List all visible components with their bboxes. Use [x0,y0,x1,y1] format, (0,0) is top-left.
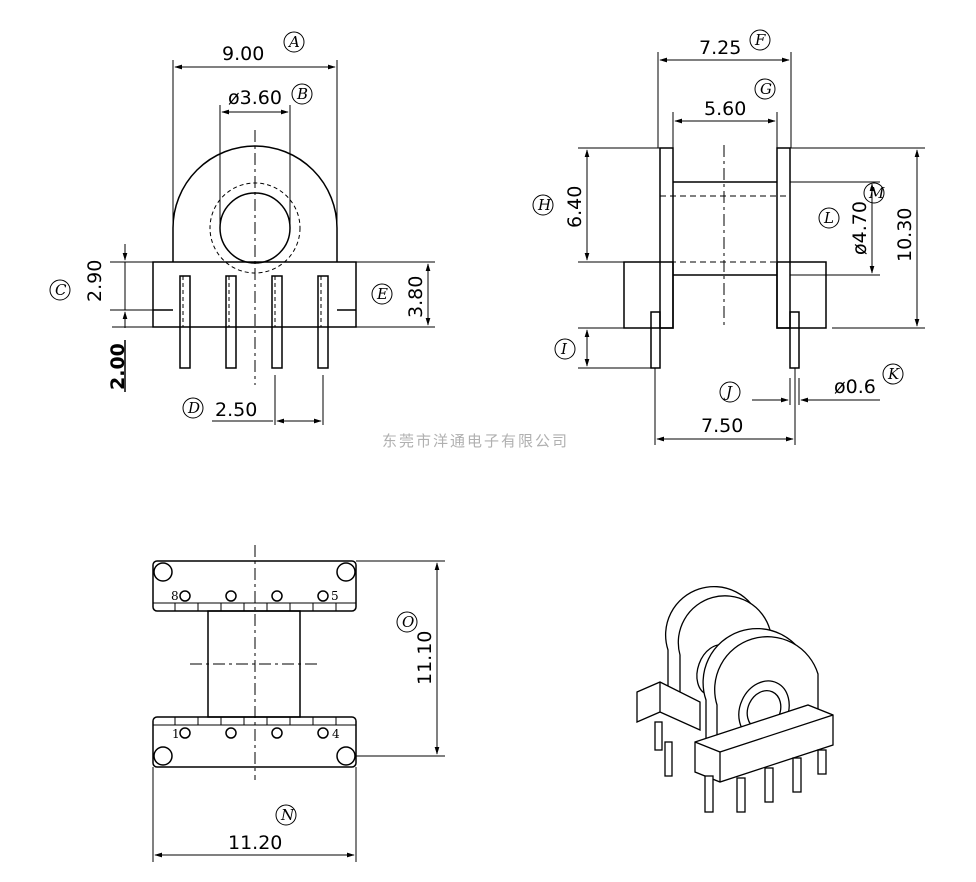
label-g: G [760,80,772,98]
label-d: D [187,399,200,417]
dim-e-value: 3.80 [405,276,427,318]
isometric-view [636,585,834,813]
label-h: H [537,196,552,214]
front-view: 9.00 A ø3.60 B 2.90 C 2.00 2.50 D [49,31,435,425]
pin-holes [179,590,329,739]
dim-f-value: 7.25 [699,37,741,59]
pin-right [789,311,800,369]
flange-left [659,147,674,329]
dim-l-value: ø4.70 [849,201,871,255]
label-a: A [287,33,300,51]
side-view: 7.25 F 5.60 G 6.40 H I ø4.70 L 10.30 [532,29,925,445]
dim-d-value: 2.50 [215,399,257,421]
dim-b-value: ø3.60 [228,87,282,109]
pin-label-5: 5 [331,589,339,603]
base-right [776,261,827,329]
bottom-view: 8 5 1 4 11.20 N 11.10 O [152,545,445,862]
dim-a-value: 9.00 [222,43,264,65]
label-e: E [376,285,388,303]
label-i: I [560,340,568,358]
dim-j-value: 7.50 [701,415,743,437]
label-n: N [280,806,295,824]
dim-g-value: 5.60 [704,98,746,120]
label-j: J [723,383,733,401]
base-block [152,261,357,328]
dim-pin-value: 2.00 [107,343,129,390]
pin-label-8: 8 [171,589,179,603]
label-o: O [402,613,414,631]
dim-h-value: 6.40 [564,186,586,228]
dim-k-value: ø0.6 [834,376,876,398]
base-left [623,261,674,329]
label-k: K [887,365,900,383]
pin-label-4: 4 [332,727,340,741]
label-l: L [823,209,834,227]
dim-n-value: 11.20 [228,832,282,854]
label-f: F [754,31,766,49]
dim-c-value: 2.90 [84,260,106,302]
label-c: C [55,281,67,299]
dim-m-value: 10.30 [894,208,916,262]
flange-right [776,147,791,329]
label-b: B [296,85,308,103]
company-watermark: 东莞市洋通电子有限公司 [382,432,569,450]
pin-left [650,311,661,369]
pins [179,275,329,369]
pin-label-1: 1 [172,727,180,741]
label-m: M [868,184,885,202]
dim-o-value: 11.10 [414,631,436,685]
